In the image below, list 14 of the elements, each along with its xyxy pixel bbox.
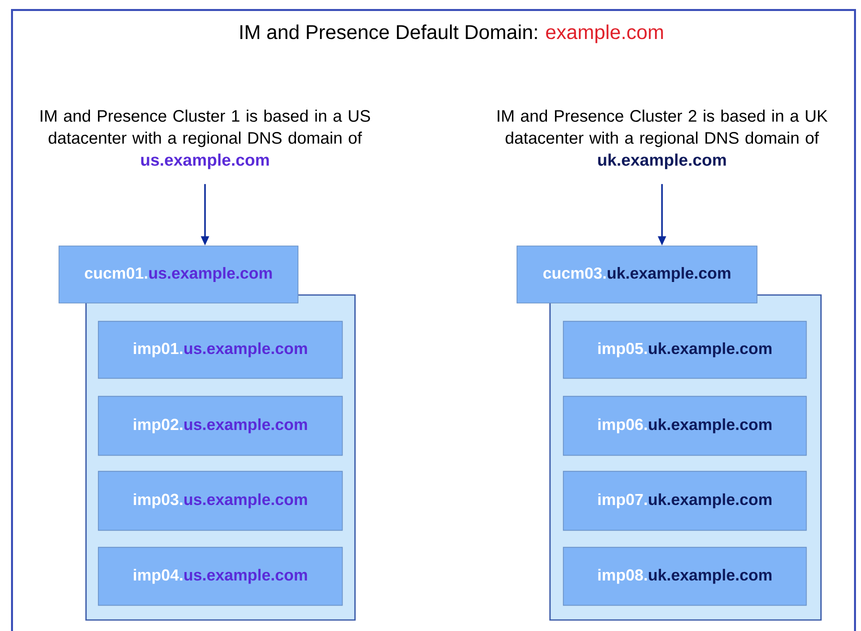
server-box: imp07.uk.example.com (562, 470, 807, 531)
description-text: IM and Presence Cluster 1 is based in a US datacenter with a regional DNS domain of us.example.com (40, 110, 370, 170)
server-box: imp03.us.example.com (98, 470, 343, 531)
server-box: imp02.us.example.com (98, 396, 343, 456)
server-box: imp08.uk.example.com (562, 546, 807, 606)
server-box: imp06.uk.example.com (562, 396, 807, 456)
server-box: imp01.us.example.com (98, 320, 343, 379)
domain-label: example.com (546, 24, 663, 44)
server-box: imp05.uk.example.com (562, 320, 807, 379)
server-box: imp04.us.example.com (98, 546, 343, 606)
title: IM and Presence Default Domain: (240, 24, 537, 40)
server-box: cucm01.us.example.com (58, 246, 298, 304)
server-box: cucm03.uk.example.com (516, 246, 758, 304)
description-text: IM and Presence Cluster 2 is based in a UK datacenter with a regional DNS domain of uk.example.com (498, 110, 828, 170)
